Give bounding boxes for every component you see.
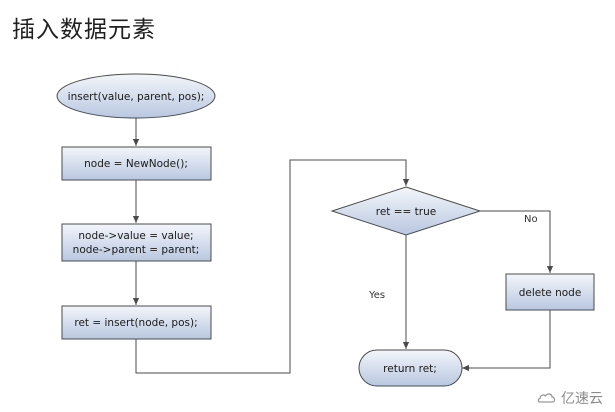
start-label: insert(value, parent, pos); [68, 91, 205, 103]
watermark-text: 亿速云 [561, 391, 603, 407]
start-node [56, 73, 216, 119]
page-title: 插入数据元素 [12, 17, 156, 43]
delete-box [505, 273, 595, 311]
assign-box [61, 223, 212, 262]
newnode-label: node = NewNode(); [84, 158, 188, 170]
edge-label-no: No [524, 214, 538, 225]
cloud-logo-icon [537, 393, 556, 403]
watermark: 亿速云 [537, 388, 603, 408]
edge-decision-no [480, 210, 554, 273]
decision-diamond [330, 186, 482, 236]
insert-call-label: ret = insert(node, pos); [74, 317, 197, 329]
delete-label: delete node [519, 287, 582, 299]
assign-label-line2: node->parent = parent; [73, 244, 200, 256]
edge-label-yes: Yes [368, 290, 385, 301]
edge-insert-to-decision [135, 159, 410, 374]
edge-delete-to-return [462, 310, 551, 372]
insert-call-box [61, 305, 212, 340]
end-node [358, 349, 463, 387]
assign-label-line1: node->value = value; [78, 230, 193, 242]
end-label: return ret; [383, 363, 437, 375]
newnode-box [61, 146, 212, 181]
decision-label: ret == true [376, 206, 436, 218]
